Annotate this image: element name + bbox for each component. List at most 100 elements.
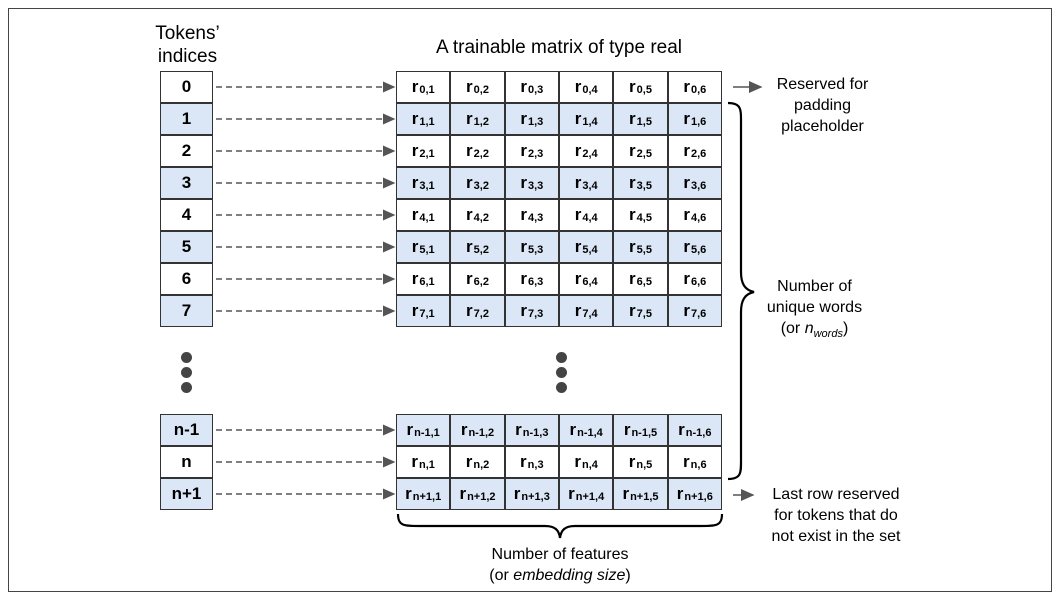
matrix-cell-symbol: r — [411, 109, 419, 128]
matrix-cell-subscript: 1,5 — [636, 116, 652, 128]
index-header-line1: Tokens’ — [155, 23, 220, 44]
reserved-note-line3: placeholder — [781, 118, 864, 135]
matrix-cell-subscript: 6,1 — [419, 276, 435, 288]
matrix-cell-symbol: r — [623, 420, 631, 439]
matrix-cell-subscript: 7,1 — [419, 308, 435, 320]
matrix-cell-subscript: 3,5 — [636, 180, 652, 192]
matrix-cell-symbol: r — [683, 452, 690, 471]
matrix-cell-subscript: 1,2 — [473, 116, 489, 128]
matrix-cell-symbol: r — [678, 420, 685, 439]
features-note-line1: Number of features — [491, 546, 629, 563]
matrix-cell-symbol: r — [629, 301, 636, 320]
matrix-cell-symbol: r — [466, 77, 473, 96]
unique-note-var-sub: words — [813, 328, 843, 341]
matrix-cell-subscript: n-1,4 — [577, 427, 603, 439]
matrix-cell-symbol: r — [411, 141, 419, 160]
ellipsis-dot-index-3 — [181, 382, 192, 393]
matrix-cell-subscript: n+1,6 — [684, 491, 713, 503]
matrix-cell-subscript: 2,5 — [636, 148, 652, 160]
features-brace — [396, 513, 724, 539]
matrix-cell-symbol: r — [574, 301, 582, 320]
matrix-cell-symbol: r — [520, 452, 527, 471]
matrix-cell-symbol: r — [466, 205, 473, 224]
matrix-cell-symbol: r — [520, 205, 527, 224]
matrix-cell-symbol: r — [628, 452, 636, 471]
unique-note-var: n — [804, 320, 814, 337]
features-note: Number of features (or embedding size) — [440, 544, 680, 586]
matrix-cell-subscript: 0,1 — [419, 84, 435, 96]
matrix-cell-symbol: r — [513, 484, 521, 503]
features-note-line2: (or embedding size) — [440, 565, 680, 586]
ellipsis-dot-matrix-2 — [556, 367, 567, 378]
matrix-cell-subscript: 0,5 — [636, 84, 652, 96]
matrix-cell-subscript: n,5 — [636, 459, 653, 471]
unique-note-suffix: ) — [842, 320, 849, 337]
features-note-italic: embedding size — [513, 567, 626, 584]
last-note-line1: Last row reserved — [772, 486, 900, 503]
matrix-cell-symbol: r — [466, 141, 473, 160]
unique-note-prefix: (or — [780, 320, 805, 337]
matrix-cell-subscript: 2,3 — [527, 148, 544, 160]
matrix-cell-symbol: r — [466, 301, 473, 320]
matrix-cell-subscript: n,6 — [690, 459, 707, 471]
reserved-padding-note: Reserved for padding placeholder — [760, 74, 885, 137]
token-index-cell: 4 — [160, 199, 213, 231]
token-index-cell: 5 — [160, 231, 213, 263]
matrix-cell-symbol: r — [574, 205, 582, 224]
matrix-cell-subscript: 6,3 — [527, 276, 544, 288]
matrix-cell-subscript: n,1 — [419, 459, 435, 471]
matrix-cell-symbol: r — [574, 77, 582, 96]
matrix-cell-subscript: 0,4 — [582, 84, 598, 96]
unique-note-line3: (or nwords) — [752, 318, 877, 345]
matrix-cell-subscript: 3,1 — [419, 180, 435, 192]
matrix-cell-symbol: r — [574, 269, 582, 288]
matrix-cell-subscript: 6,4 — [582, 276, 598, 288]
matrix-cell-subscript: 2,4 — [582, 148, 598, 160]
matrix-cell-subscript: 4,1 — [419, 212, 435, 224]
matrix-cell-subscript: 7,6 — [690, 308, 707, 320]
matrix-cell-subscript: n-1,5 — [631, 427, 658, 439]
matrix-cell-subscript: 0,2 — [473, 84, 489, 96]
index-header-line2: indices — [157, 46, 218, 67]
matrix-cell-subscript: 4,4 — [582, 212, 598, 224]
figure-frame — [8, 8, 1052, 592]
ellipsis-dot-matrix-3 — [556, 382, 567, 393]
matrix-cell-subscript: 7,2 — [473, 308, 489, 320]
matrix-cell-subscript: 5,6 — [690, 244, 707, 256]
token-index-cell: 6 — [160, 263, 213, 295]
token-index-cell: 1 — [160, 103, 213, 135]
matrix-cell-symbol: r — [465, 452, 473, 471]
matrix-cell-symbol: r — [411, 452, 419, 471]
